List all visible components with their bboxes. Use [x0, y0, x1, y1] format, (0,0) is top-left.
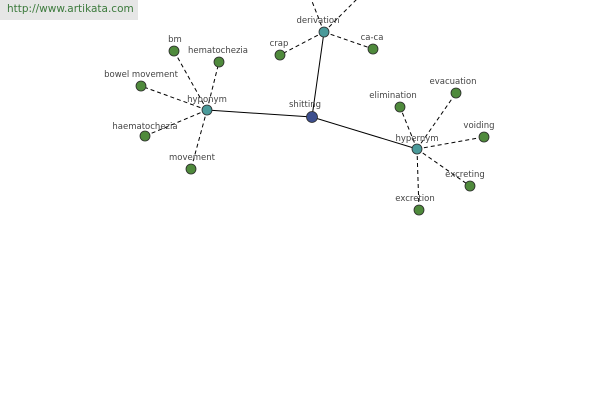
leaf-node-excretion[interactable] — [413, 204, 425, 216]
leaf-label-movement[interactable]: movement — [169, 153, 216, 163]
leaf-node-bowel-movement[interactable] — [135, 80, 147, 92]
center-node-shitting[interactable] — [306, 111, 318, 123]
edge-derivation-ca-ca — [323, 31, 374, 50]
center-label-shitting[interactable]: shitting — [289, 100, 321, 110]
leaf-node-crap[interactable] — [274, 49, 286, 61]
leaf-label-elimination[interactable]: elimination — [369, 91, 416, 101]
leaf-label-excreting[interactable]: excreting — [445, 170, 485, 180]
leaf-label-voiding[interactable]: voiding — [463, 121, 494, 131]
relation-node-hypernym[interactable] — [411, 143, 423, 155]
leaf-node-elimination[interactable] — [394, 101, 406, 113]
edge-hypernym-excretion — [416, 148, 420, 211]
relation-node-hyponym[interactable] — [201, 104, 213, 116]
graph-edges — [140, 0, 485, 211]
leaf-node-ca-ca[interactable] — [367, 43, 379, 55]
edge-shitting-derivation — [311, 31, 325, 118]
edge-derivation-offscreen-2 — [323, 0, 357, 33]
edge-shitting-hyponym — [206, 109, 313, 118]
edge-hypernym-evacuation — [416, 92, 457, 150]
leaf-label-ca-ca[interactable]: ca-ca — [361, 33, 384, 43]
leaf-node-voiding[interactable] — [478, 131, 490, 143]
leaf-node-haematochezia[interactable] — [139, 130, 151, 142]
leaf-label-hematochezia[interactable]: hematochezia — [188, 46, 248, 56]
leaf-node-hematochezia[interactable] — [213, 56, 225, 68]
edge-hyponym-bm — [173, 50, 208, 111]
url-banner[interactable]: http://www.artikata.com — [0, 0, 138, 20]
edge-hypernym-excreting — [416, 148, 471, 187]
relation-label-hyponym[interactable]: hyponym — [187, 95, 227, 105]
leaf-node-evacuation[interactable] — [450, 87, 462, 99]
edge-shitting-hypernym — [311, 116, 418, 150]
edge-derivation-crap — [279, 31, 325, 56]
leaf-label-evacuation[interactable]: evacuation — [429, 77, 476, 87]
edge-hypernym-elimination — [399, 106, 418, 150]
edge-hyponym-haematochezia — [144, 109, 208, 137]
edge-hypernym-voiding — [416, 136, 485, 150]
leaf-label-haematochezia[interactable]: haematochezia — [112, 122, 177, 132]
graph-labels: crap ca-ca bm hematochezia bowel movement hae… — [104, 16, 494, 204]
leaf-node-bm[interactable] — [168, 45, 180, 57]
edge-hyponym-movement — [190, 109, 208, 170]
leaf-node-excreting[interactable] — [464, 180, 476, 192]
relation-label-derivation[interactable]: derivation — [296, 16, 339, 26]
edge-derivation-offscreen-1 — [310, 0, 325, 33]
leaf-label-bowel-movement[interactable]: bowel movement — [104, 70, 178, 80]
leaf-label-excretion[interactable]: excretion — [395, 194, 434, 204]
relation-label-hypernym[interactable]: hypernym — [395, 134, 438, 144]
relation-node-derivation[interactable] — [318, 26, 330, 38]
graph-nodes — [135, 26, 490, 216]
leaf-label-crap[interactable]: crap — [270, 39, 289, 49]
leaf-label-bm[interactable]: bm — [168, 35, 182, 45]
edge-hyponym-hematochezia — [206, 61, 220, 111]
edge-hyponym-bowel-movement — [140, 85, 208, 111]
leaf-node-movement[interactable] — [185, 163, 197, 175]
